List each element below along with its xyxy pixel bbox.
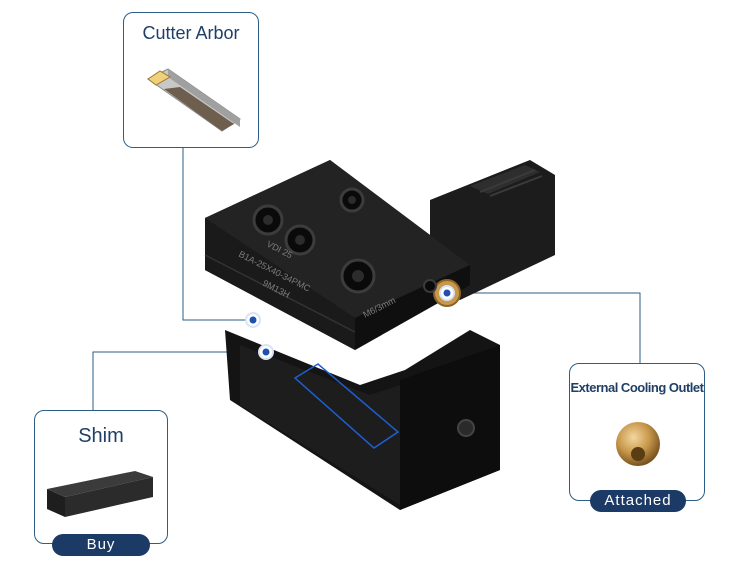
shim-image [47, 471, 153, 517]
brass-outlet-image [616, 422, 660, 466]
cooling-outlet-title: External Cooling Outlet [570, 380, 704, 395]
buy-button[interactable]: Buy [52, 534, 150, 556]
attached-badge: Attached [590, 490, 686, 512]
cutter-arbor-image [147, 68, 241, 132]
cutter-arbor-card[interactable]: Cutter Arbor [123, 12, 259, 148]
shim-card[interactable]: Shim [34, 410, 168, 544]
holder-lower-body [225, 330, 500, 510]
cooling-outlet-card[interactable]: External Cooling Outlet [569, 363, 705, 501]
shim-title: Shim [78, 425, 124, 447]
cutter-arbor-title: Cutter Arbor [142, 23, 240, 43]
shim-highlight-outline [293, 363, 400, 449]
